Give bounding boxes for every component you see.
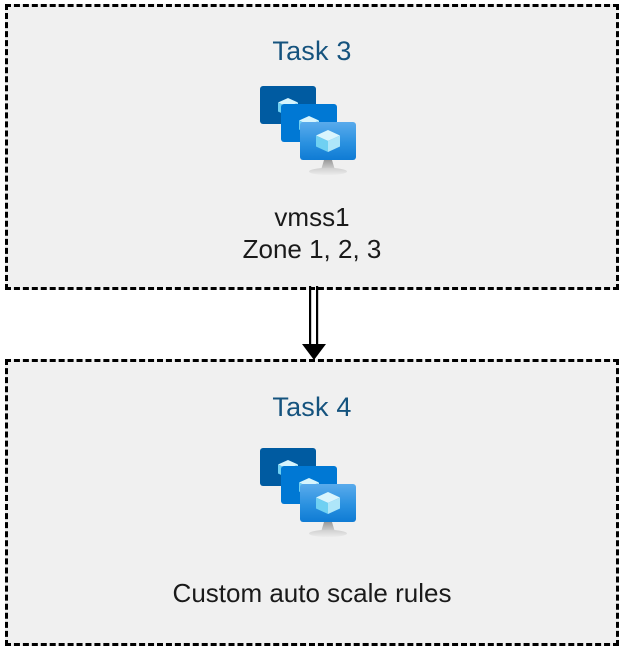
task-4-captions: Custom auto scale rules <box>173 578 452 610</box>
task-3-caption-line-1: vmss1 <box>274 202 350 232</box>
task-4-heading: Task 4 <box>272 392 352 422</box>
flow-arrow-down-icon <box>302 286 326 360</box>
task-box-task-3: Task 3 <box>5 4 619 290</box>
vm-scale-set-icon <box>260 86 356 176</box>
task-3-heading: Task 3 <box>272 36 352 66</box>
vm-scale-set-icon <box>260 448 356 538</box>
task-3-captions: vmss1 Zone 1, 2, 3 <box>243 202 382 265</box>
task-3-caption-line-2: Zone 1, 2, 3 <box>242 233 382 264</box>
task-box-task-4: Task 4 <box>5 359 619 646</box>
task-4-caption-line-1: Custom auto scale rules <box>172 578 452 608</box>
